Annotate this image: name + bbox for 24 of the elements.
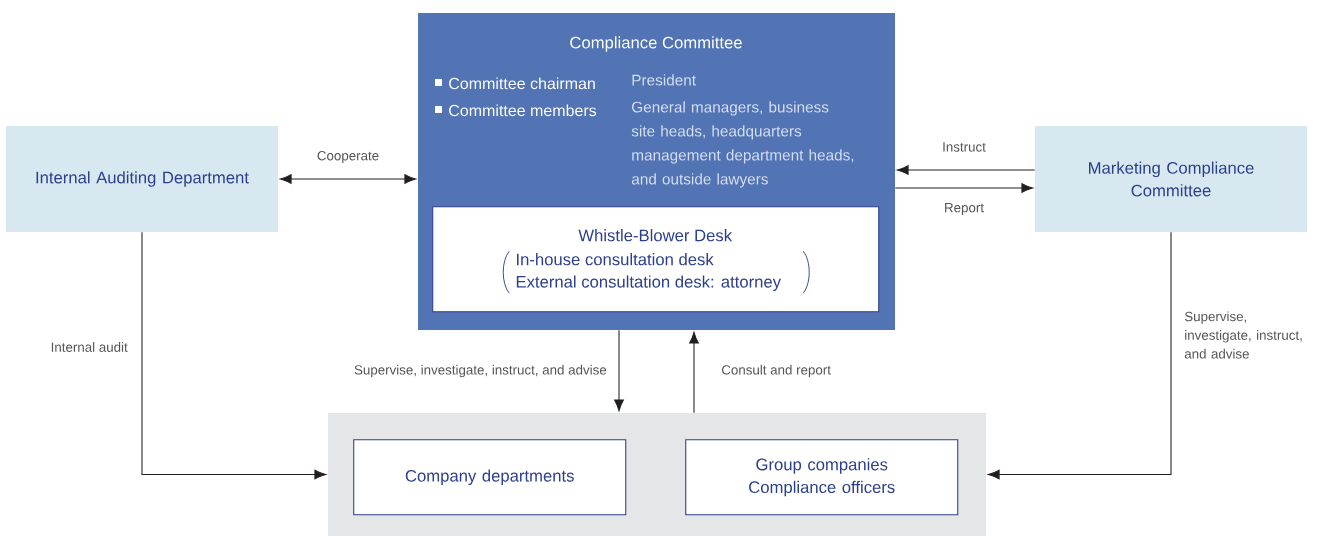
edge-label: Supervise, investigate, instruct, and advise — [1184, 311, 1302, 359]
department-box: Internal Auditing Department — [6, 126, 278, 232]
arrow — [279, 174, 417, 184]
edge-label: Consult and report — [721, 364, 831, 378]
arrow — [894, 183, 1034, 193]
arrow — [614, 329, 624, 412]
arrow — [141, 231, 327, 480]
department-box: Marketing Compliance Committee — [1035, 126, 1307, 232]
desk-item: In-house consultation desk — [517, 253, 714, 266]
role-text: General managers, business site heads, headquarters management department heads, and outside lawyers — [631, 101, 854, 188]
arrow — [689, 331, 699, 414]
edge-label: Instruct — [943, 142, 986, 152]
role-text: President — [632, 74, 696, 86]
arrow — [987, 231, 1172, 480]
edge-label: Cooperate — [317, 150, 379, 164]
arrow — [896, 165, 1036, 175]
bullet-item: Committee chairman — [435, 77, 595, 90]
unit-box: Company departments — [353, 439, 627, 516]
edge-label: Supervise, investigate, instruct, and advise — [354, 364, 607, 378]
edge-label: Report — [945, 203, 984, 215]
unit-box: Group companies Compliance officers — [685, 439, 959, 516]
edge-label: Internal audit — [51, 342, 128, 352]
bullet-item: Committee members — [435, 104, 597, 117]
desk-item: External consultation desk: attorney — [516, 275, 781, 291]
